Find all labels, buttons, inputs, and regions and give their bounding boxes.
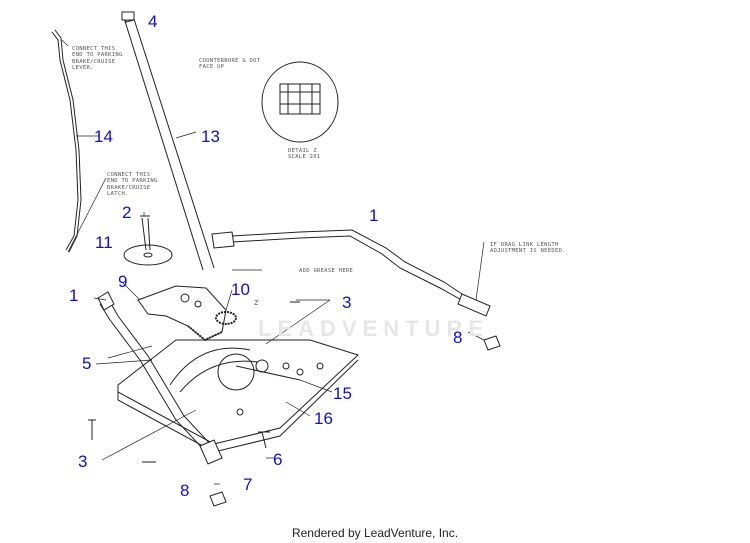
callout-9: 9 <box>118 272 128 291</box>
callout-15: 15 <box>333 384 352 403</box>
callout-3-lower: 3 <box>78 452 88 471</box>
footer-credit: Rendered by LeadVenture, Inc. <box>291 526 459 540</box>
note-detail-z: DETAIL Z SCALE 2X1 <box>288 148 321 161</box>
detail-z-view <box>261 61 339 143</box>
callout-8-bottom: 8 <box>180 481 190 500</box>
bolt-left <box>88 419 96 440</box>
callout-5: 5 <box>82 354 92 373</box>
callout-4: 4 <box>148 12 158 31</box>
callout-1-left: 1 <box>69 286 79 305</box>
bracket-link <box>235 365 301 381</box>
note-drag-link: IF DRAG LINK LENGTH ADJUSTMENT IS NEEDED… <box>490 242 566 255</box>
nut-right <box>483 335 501 351</box>
callout-7: 7 <box>243 475 253 494</box>
callout-6: 6 <box>273 450 283 469</box>
note-parking-lever: CONNECT THIS END TO PARKING BRAKE/CRUISE… <box>72 46 123 72</box>
steering-shaft <box>123 17 204 271</box>
callout-1-right: 1 <box>369 206 379 225</box>
washer <box>123 244 173 266</box>
sector-gear <box>137 285 227 341</box>
watermark-text: LEADVENTURE <box>258 316 490 341</box>
callout-8-right: 8 <box>453 328 463 347</box>
callout-14: 14 <box>94 127 113 146</box>
callout-2: 2 <box>122 203 132 222</box>
note-counterbore: COUNTERBORE & DOT FACE UP <box>199 58 261 71</box>
note-parking-latch: CONNECT THIS END TO PARKING BRAKE/CRUISE… <box>107 172 158 198</box>
callout-13: 13 <box>201 127 220 146</box>
nut-bottom <box>209 491 227 507</box>
note-z-marker: Z <box>254 299 259 307</box>
bolt-lower <box>258 431 270 449</box>
note-grease: ADD GREASE HERE <box>299 268 354 274</box>
callout-11: 11 <box>95 233 113 252</box>
drag-link <box>231 229 469 299</box>
callout-10: 10 <box>231 280 250 299</box>
mounting-plate <box>117 339 359 445</box>
pin <box>140 215 151 251</box>
pinion-gear <box>215 311 237 325</box>
tie-rod <box>99 303 207 453</box>
callout-3-upper: 3 <box>342 293 352 312</box>
callout-16: 16 <box>314 409 333 428</box>
parking-brake-rod <box>51 31 79 251</box>
top-nut <box>121 11 135 21</box>
